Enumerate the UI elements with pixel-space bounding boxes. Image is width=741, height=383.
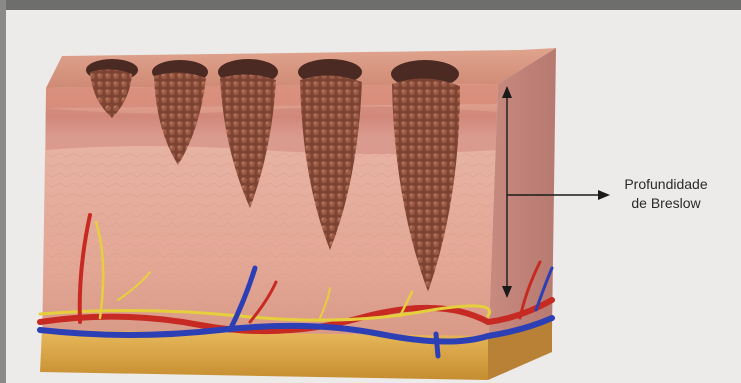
label-line-1: Profundidade [612,175,720,194]
label-line-2: de Breslow [612,194,720,213]
breslow-depth-label: Profundidade de Breslow [612,175,720,213]
